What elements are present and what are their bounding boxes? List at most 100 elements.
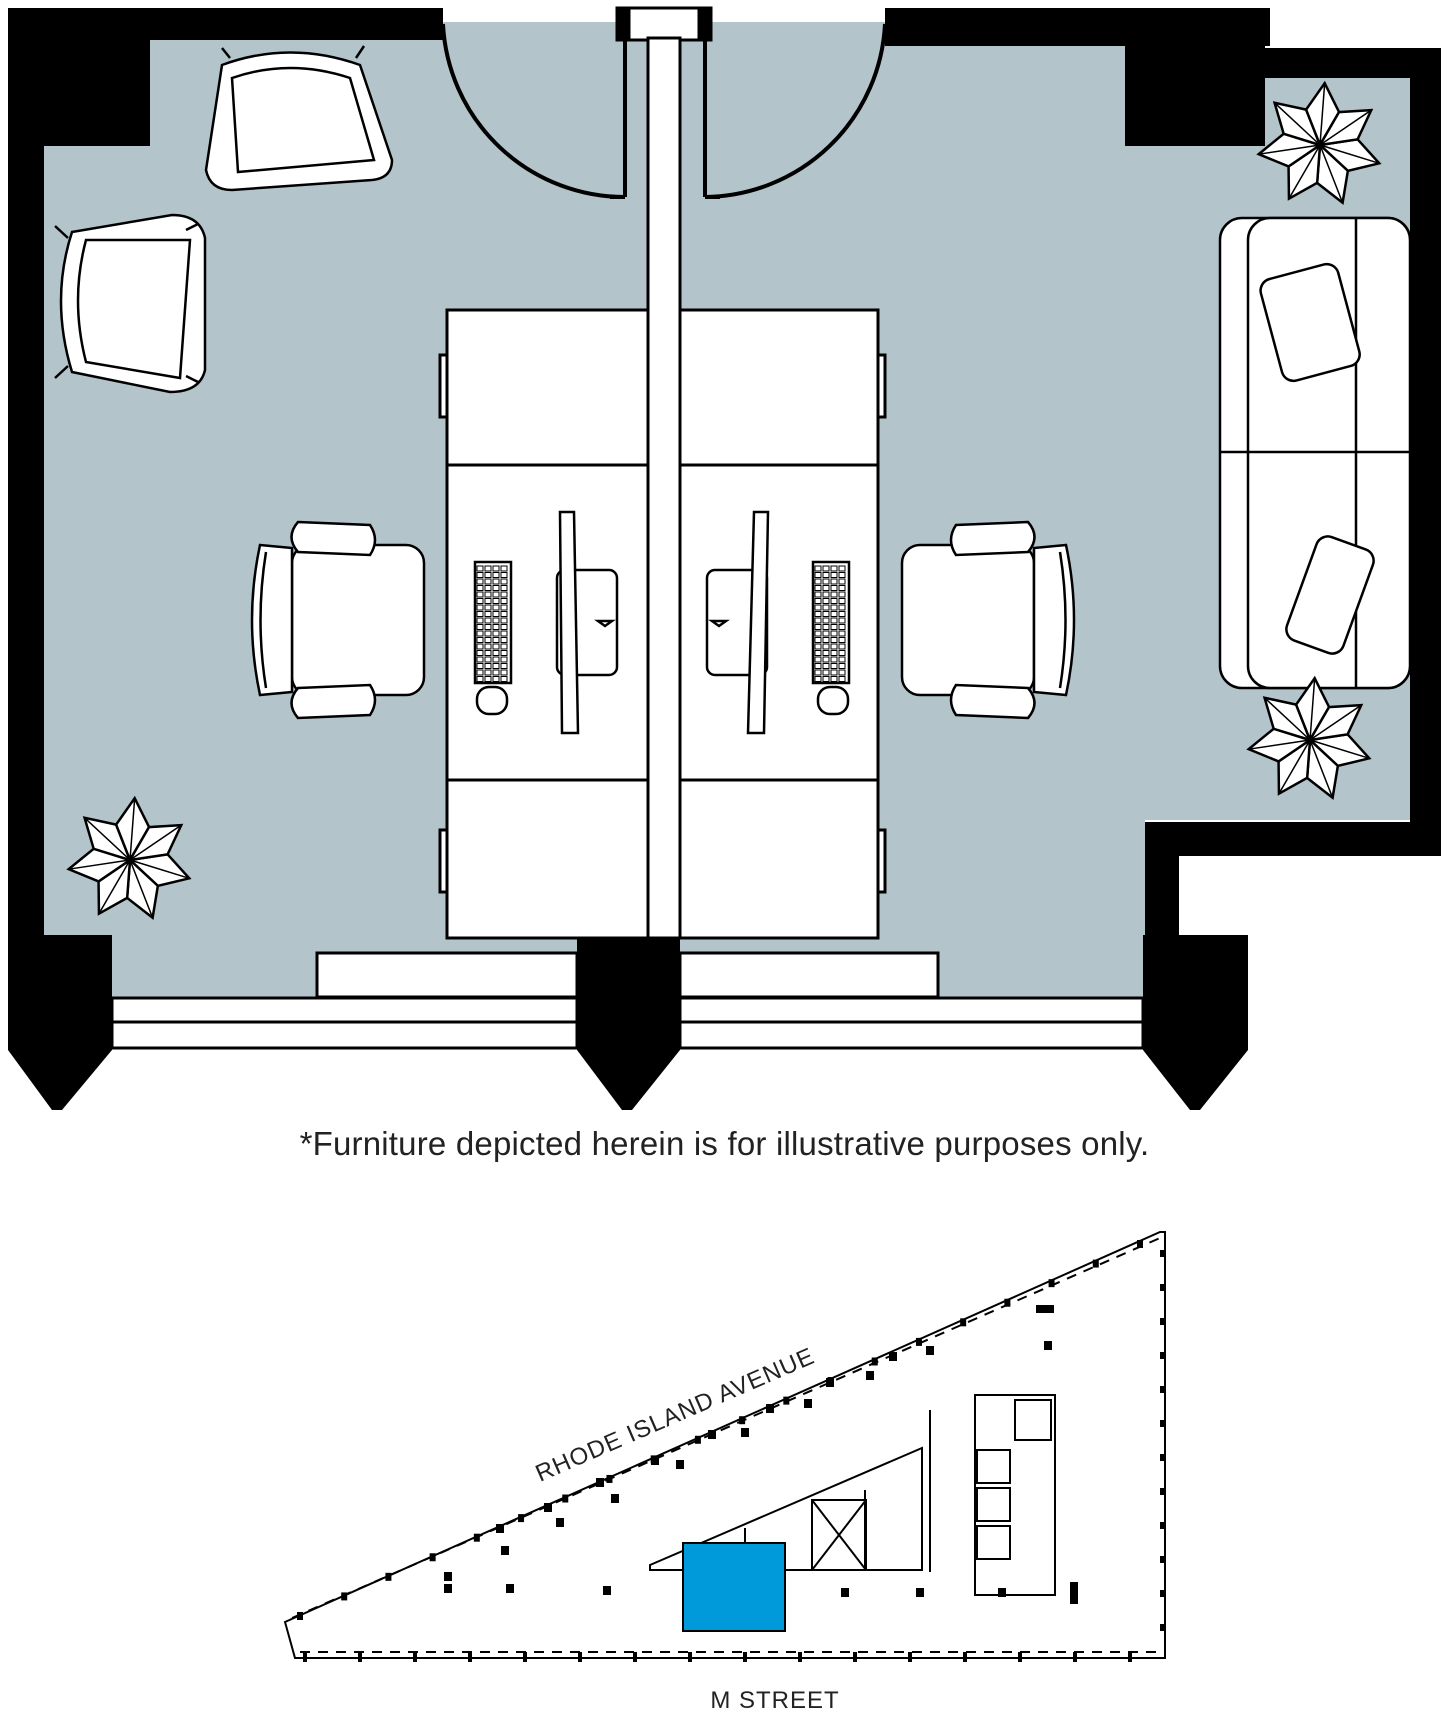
keyboard-key [492, 676, 500, 682]
keyboard-key [814, 676, 822, 682]
keyboard-key [492, 630, 500, 637]
column-marker [303, 1652, 307, 1662]
column-marker [1070, 1582, 1078, 1604]
keyboard-key [830, 572, 838, 578]
keyboard-key [830, 663, 838, 669]
plant-leaf-vein [129, 859, 154, 919]
keyboard-key [500, 637, 508, 643]
column-marker [341, 1592, 348, 1601]
keyboard-key [814, 585, 822, 591]
column-marker [998, 1588, 1006, 1597]
keyboard-key [500, 650, 508, 656]
keyboard-key [822, 624, 830, 630]
keyboard-key [484, 598, 492, 604]
keyboard-key [822, 585, 830, 591]
column-marker [1018, 1652, 1022, 1662]
column-marker [739, 1416, 746, 1425]
keyboard-key [822, 604, 830, 611]
keyboard-key [492, 578, 500, 585]
keyboard-key [830, 598, 838, 604]
keyboard-key [814, 650, 822, 656]
column-marker [889, 1352, 897, 1361]
keyboard-key [492, 565, 500, 572]
keyboard-key [476, 650, 484, 656]
highlighted-suite [682, 1542, 786, 1632]
column-marker [1036, 1305, 1054, 1313]
column-marker [596, 1478, 604, 1487]
plant-leaf-vein [1319, 109, 1372, 146]
building-columns [297, 1240, 1166, 1662]
keyboard-key [492, 669, 500, 676]
keyboard-key [500, 656, 508, 663]
keyboard-key [814, 611, 822, 617]
office-floor-plan [8, 6, 1441, 1110]
keyboard-key [492, 624, 500, 630]
plant-leaf-vein [98, 859, 131, 915]
plant-leaf-vein [129, 859, 190, 880]
column-marker [926, 1346, 934, 1355]
column-marker [908, 1652, 912, 1662]
column-marker [1128, 1652, 1132, 1662]
keyboard-key [484, 572, 492, 578]
column-marker [1048, 1279, 1055, 1288]
column-marker [766, 1404, 774, 1413]
plants [66, 80, 1382, 921]
keyboard-key [484, 617, 492, 624]
plant-leaf-vein [1309, 704, 1362, 741]
column-marker [963, 1652, 967, 1662]
column-marker [523, 1652, 527, 1662]
column-marker [743, 1652, 747, 1662]
keyboard-key [500, 572, 508, 578]
keyboard-key [500, 611, 508, 617]
keyboard-keys-right [814, 565, 846, 682]
column-marker [694, 1435, 701, 1444]
column-marker [429, 1553, 436, 1562]
plant-leaf-vein [1274, 102, 1321, 146]
keyboard-key [830, 676, 838, 682]
keyboard-key [822, 611, 830, 617]
keyboard-key [822, 565, 830, 572]
keyboard-key [484, 650, 492, 656]
keyboard-key [814, 617, 822, 624]
column-marker [1160, 1250, 1166, 1257]
keyboard-key [822, 572, 830, 578]
keyboard-key [822, 669, 830, 676]
walls [8, 8, 1441, 1008]
task-chair-left [250, 520, 426, 720]
keyboard-key [492, 604, 500, 611]
keyboard-key [838, 604, 846, 611]
column-marker [473, 1533, 480, 1542]
keyboard-key [814, 663, 822, 669]
keyboard-key [830, 656, 838, 663]
keyboard-key [484, 611, 492, 617]
plant-leaf-vein [84, 817, 131, 861]
keyboard-key [830, 591, 838, 598]
keyboard-key [484, 656, 492, 663]
column-marker [1092, 1259, 1099, 1268]
furniture-disclaimer: *Furniture depicted herein is for illust… [299, 1125, 1150, 1162]
column-marker [1160, 1352, 1166, 1359]
column-marker [603, 1586, 611, 1595]
keyboard-key [476, 643, 484, 650]
keyboard-key [484, 637, 492, 643]
keyboard-key [492, 663, 500, 669]
column-marker [444, 1584, 452, 1593]
doors [441, 20, 887, 200]
keyboard-key [830, 669, 838, 676]
keyboard-key [500, 617, 508, 624]
plant-leaf-vein [129, 798, 136, 861]
keyboard-key [476, 676, 484, 682]
keyboard-key [838, 565, 846, 572]
street-label-rhode-island: RHODE ISLAND AVENUE [532, 1343, 819, 1488]
keyboard-key [500, 630, 508, 637]
keyboard-key [822, 591, 830, 598]
keyboard-key [822, 630, 830, 637]
column-marker [606, 1474, 613, 1483]
keyboard-key [814, 565, 822, 572]
keyboard-key [484, 676, 492, 682]
keyboard-key [476, 617, 484, 624]
keyboard-key [822, 650, 830, 656]
column-marker [871, 1357, 878, 1366]
keyboard-key [838, 624, 846, 630]
keyboard-key [476, 585, 484, 591]
